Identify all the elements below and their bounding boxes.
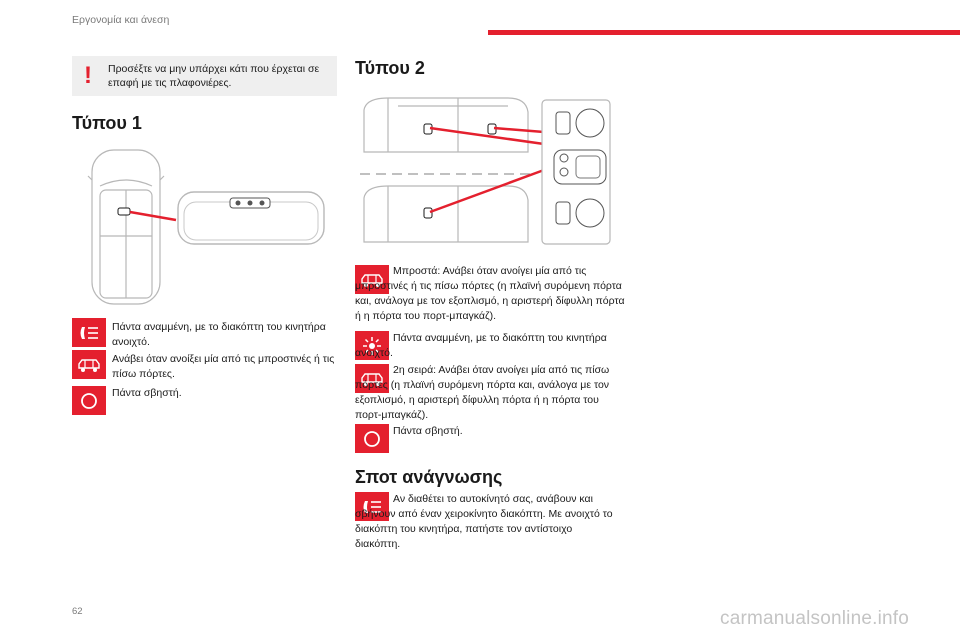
type2-item-second-row: 2η σειρά: Ανάβει όταν ανοίγει μία από τι… xyxy=(355,364,610,421)
type2-item-front: Μπροστά: Ανάβει όταν ανοίγει μία από τις… xyxy=(355,265,625,322)
van-top-view xyxy=(87,149,165,305)
running-header: Εργονομία και άνεση xyxy=(72,14,170,26)
warning-icon: ! xyxy=(84,62,92,89)
type2-heading: Τύπου 2 xyxy=(355,58,425,78)
lamp-panels xyxy=(541,99,611,245)
off-circle-icon xyxy=(72,386,106,415)
lamp-marker xyxy=(117,207,131,216)
type1-item-door: Ανάβει όταν ανοίξει μία από τις μπροστιν… xyxy=(112,353,335,380)
beam-icon xyxy=(355,492,389,521)
type1-heading: Τύπου 1 xyxy=(72,113,142,133)
header-accent-bar xyxy=(488,30,960,35)
rearview-mirror-lamp xyxy=(177,191,325,245)
watermark: carmanualsonline.info xyxy=(720,608,910,629)
type2-item-always-on: Πάντα αναμμένη, με το διακόπτη του κινητ… xyxy=(355,332,607,359)
sun-icon xyxy=(355,331,389,360)
beam-icon xyxy=(72,318,106,347)
pointer-line xyxy=(129,210,177,222)
type2-item-off: Πάντα σβηστή. xyxy=(393,425,463,437)
door-car-icon xyxy=(355,364,389,393)
type2-illustration xyxy=(360,97,611,245)
warning-note: ! Προσέξτε να μην υπάρχει κάτι που έρχετ… xyxy=(72,56,337,96)
van-lower-view xyxy=(363,185,529,243)
type1-illustration xyxy=(87,149,325,305)
reading-spots-text: Αν διαθέτει το αυτοκίνητό σας, ανάβουν κ… xyxy=(355,493,613,550)
reading-spots-heading: Σποτ ανάγνωσης xyxy=(355,467,503,487)
type1-item-always-on: Πάντα αναμμένη, με το διακόπτη του κινητ… xyxy=(112,321,326,348)
type1-item-off: Πάντα σβηστή. xyxy=(112,387,182,399)
off-circle-icon xyxy=(355,424,389,453)
van-upper-view xyxy=(363,97,529,153)
warning-text: Προσέξτε να μην υπάρχει κάτι που έρχεται… xyxy=(108,63,320,89)
door-car-icon xyxy=(355,265,389,294)
page-number: 62 xyxy=(72,606,83,617)
door-car-icon xyxy=(72,350,106,379)
